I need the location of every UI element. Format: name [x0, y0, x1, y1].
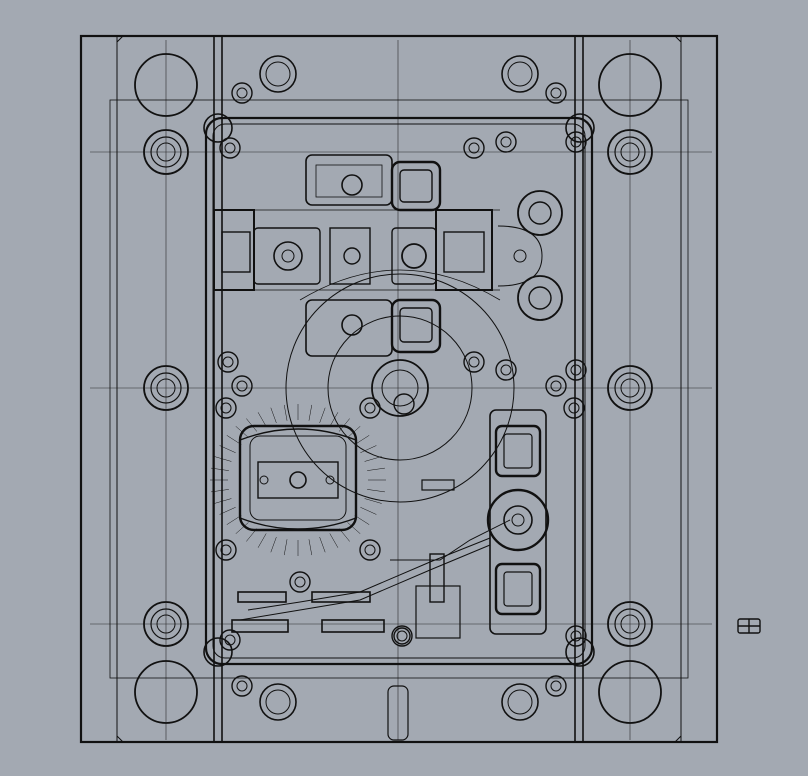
bolt-hole [607, 601, 653, 647]
pin-hole [231, 82, 253, 104]
pin-hole [495, 359, 517, 381]
bolt-hole [143, 129, 189, 175]
right-slide [421, 409, 550, 635]
pin-hole [545, 675, 567, 697]
bolt-hole [607, 129, 653, 175]
pin-hole [219, 137, 241, 159]
left-insert [210, 404, 386, 556]
cavity-pocket [203, 113, 595, 667]
small-holes [215, 82, 587, 697]
bottom-parts [231, 553, 461, 741]
pin-hole [545, 375, 567, 397]
pin-hole [289, 571, 311, 593]
bolt-holes [143, 55, 653, 721]
pin-hole [231, 675, 253, 697]
pin-hole [565, 131, 587, 153]
ejector-hole [501, 55, 539, 93]
pin-hole [215, 539, 237, 561]
pin-hole [359, 539, 381, 561]
axis-origin-icon[interactable] [737, 618, 761, 634]
pin-hole [545, 82, 567, 104]
pin-hole [563, 397, 585, 419]
pin-hole [463, 351, 485, 373]
pin-hole [215, 397, 237, 419]
bolt-hole [143, 601, 189, 647]
pin-hole [391, 625, 413, 647]
bolt-hole [607, 365, 653, 411]
pin-hole [565, 359, 587, 381]
ejector-hole [501, 683, 539, 721]
ejector-hole [259, 683, 297, 721]
bolt-hole [143, 365, 189, 411]
pin-hole [231, 375, 253, 397]
outer-plate [79, 34, 719, 744]
pin-hole [495, 131, 517, 153]
center-lines [90, 40, 712, 740]
upper-slide-group [213, 154, 563, 357]
pin-hole [463, 137, 485, 159]
runner-system [239, 269, 515, 621]
guide-pillars [134, 53, 662, 724]
pin-hole [219, 629, 241, 651]
pin-hole [359, 397, 381, 419]
ejector-hole [259, 55, 297, 93]
pin-hole [217, 351, 239, 373]
pin-hole [565, 625, 587, 647]
